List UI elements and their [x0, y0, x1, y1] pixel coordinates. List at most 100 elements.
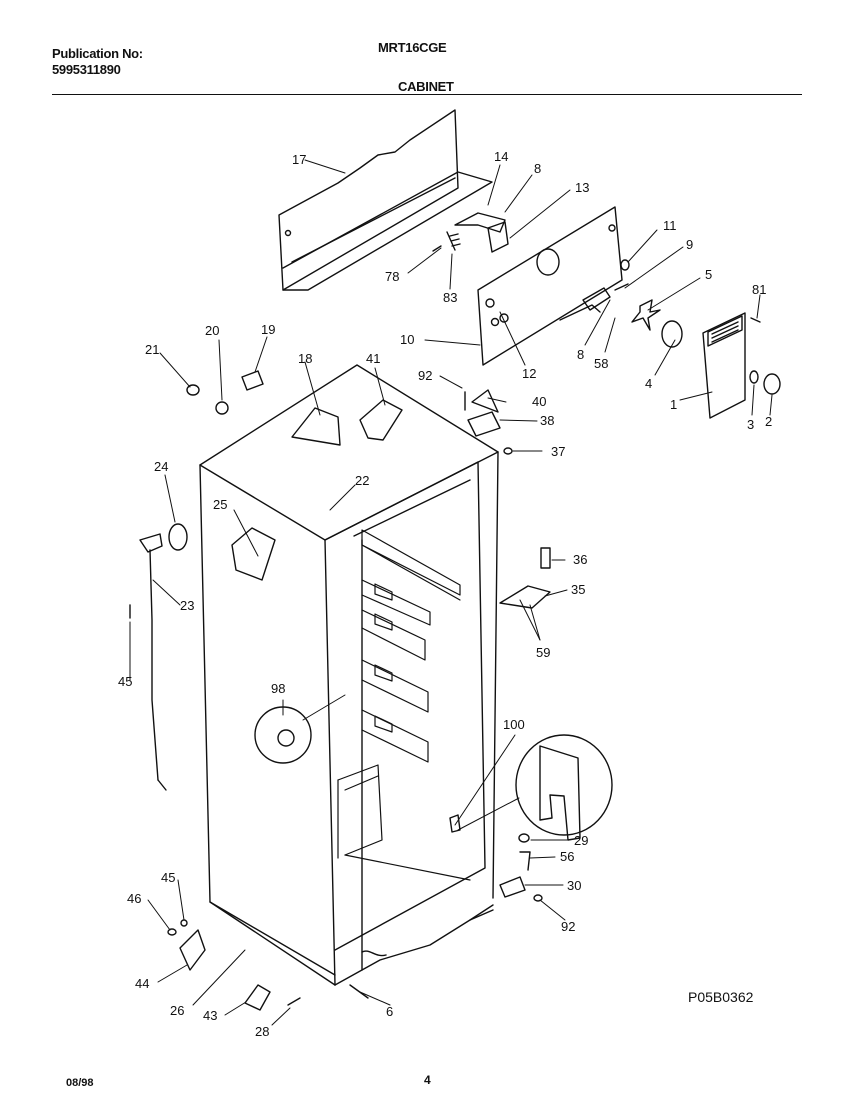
- label-26: 26: [170, 1003, 184, 1018]
- label-37: 37: [551, 444, 565, 459]
- pin-36: [540, 547, 551, 569]
- footer-date: 08/98: [66, 1077, 94, 1089]
- label-35: 35: [571, 582, 585, 597]
- label-92-bottom: 92: [561, 919, 575, 934]
- screw-46: [167, 928, 177, 936]
- label-41: 41: [366, 351, 380, 366]
- spring-83: [446, 231, 461, 251]
- rod-cap: [139, 533, 163, 553]
- grommet-11: [620, 259, 630, 271]
- label-40: 40: [532, 394, 546, 409]
- pin-56: [519, 851, 531, 871]
- bushing-24: [168, 523, 188, 551]
- label-38: 38: [540, 413, 554, 428]
- cabinet-liner: [337, 529, 471, 881]
- label-56: 56: [560, 849, 574, 864]
- clip-9: [614, 283, 629, 291]
- header-rule: [52, 94, 802, 95]
- label-8-mid: 8: [577, 347, 584, 362]
- label-20: 20: [205, 323, 219, 338]
- nut-3: [749, 370, 759, 384]
- label-2: 2: [765, 414, 772, 429]
- bracket-41: [359, 399, 403, 441]
- section-title: CABINET: [398, 79, 454, 94]
- label-3: 3: [747, 417, 754, 432]
- leg-44: [179, 929, 206, 971]
- label-10: 10: [400, 332, 414, 347]
- cap-19: [241, 370, 264, 391]
- control-plate-10: [477, 206, 623, 366]
- diagram-code: P05B0362: [688, 989, 754, 1005]
- label-1: 1: [670, 397, 677, 412]
- screw-6: [349, 984, 369, 999]
- label-14: 14: [494, 149, 508, 164]
- publication-number: 5995311890: [52, 62, 121, 77]
- label-18: 18: [298, 351, 312, 366]
- label-21: 21: [145, 342, 159, 357]
- washer-29: [518, 833, 530, 843]
- leader-lines: [129, 159, 773, 1026]
- part-number-labels: 17 14 8 13 78 83 11 9 5 81 10 12 8 58 4 …: [66, 149, 772, 1089]
- top-hinge-38: [467, 411, 501, 437]
- label-28: 28: [255, 1024, 269, 1039]
- label-24: 24: [154, 459, 168, 474]
- label-43: 43: [203, 1008, 217, 1023]
- label-59: 59: [536, 645, 550, 660]
- bracket-18: [291, 407, 341, 446]
- label-30: 30: [567, 878, 581, 893]
- bracket-25: [231, 527, 276, 581]
- model-number: MRT16CGE: [378, 40, 447, 55]
- label-92-top: 92: [418, 368, 432, 383]
- label-11: 11: [663, 218, 677, 233]
- screw-45-lower: [180, 919, 188, 927]
- control-housing-1: [702, 312, 746, 419]
- top-panel-17: [278, 109, 493, 291]
- label-83: 83: [443, 290, 457, 305]
- label-45-lower: 45: [161, 870, 175, 885]
- publication-label: Publication No:: [52, 46, 143, 61]
- pin-37: [503, 447, 513, 455]
- cabinet-body: [199, 364, 499, 986]
- handle-rod-23: [149, 549, 159, 781]
- label-36: 36: [573, 552, 587, 567]
- page-number: 4: [424, 1073, 431, 1087]
- label-12: 12: [522, 366, 536, 381]
- screw-92-bottom: [533, 894, 543, 902]
- screw-81: [750, 317, 761, 323]
- label-29: 29: [574, 833, 588, 848]
- label-58: 58: [594, 356, 608, 371]
- label-5: 5: [705, 267, 712, 282]
- label-98: 98: [271, 681, 285, 696]
- label-17: 17: [292, 152, 306, 167]
- hinge-35: [499, 585, 551, 609]
- label-25: 25: [213, 497, 227, 512]
- label-9: 9: [686, 237, 693, 252]
- label-78: 78: [385, 269, 399, 284]
- label-6: 6: [386, 1004, 393, 1019]
- cap-20: [215, 401, 229, 415]
- label-22: 22: [355, 473, 369, 488]
- label-45-upper: 45: [118, 674, 132, 689]
- label-4: 4: [645, 376, 652, 391]
- bracket-14: [454, 212, 506, 233]
- label-23: 23: [180, 598, 194, 613]
- bracket-30: [499, 876, 526, 898]
- callout-100: [515, 734, 613, 836]
- label-44: 44: [135, 976, 149, 991]
- hinge-cover-40: [471, 389, 499, 413]
- label-8-top: 8: [534, 161, 541, 176]
- label-46: 46: [127, 891, 141, 906]
- label-13: 13: [575, 180, 589, 195]
- switch-13: [487, 221, 509, 253]
- leg-43: [244, 984, 271, 1011]
- fan-blade-5: [631, 299, 661, 331]
- label-19: 19: [261, 322, 275, 337]
- screw-78: [432, 245, 442, 252]
- knob-2: [763, 373, 781, 395]
- screw-28: [287, 997, 301, 1006]
- plug-21: [186, 384, 200, 396]
- label-100: 100: [503, 717, 525, 732]
- label-81: 81: [752, 282, 766, 297]
- disc-4: [661, 320, 683, 348]
